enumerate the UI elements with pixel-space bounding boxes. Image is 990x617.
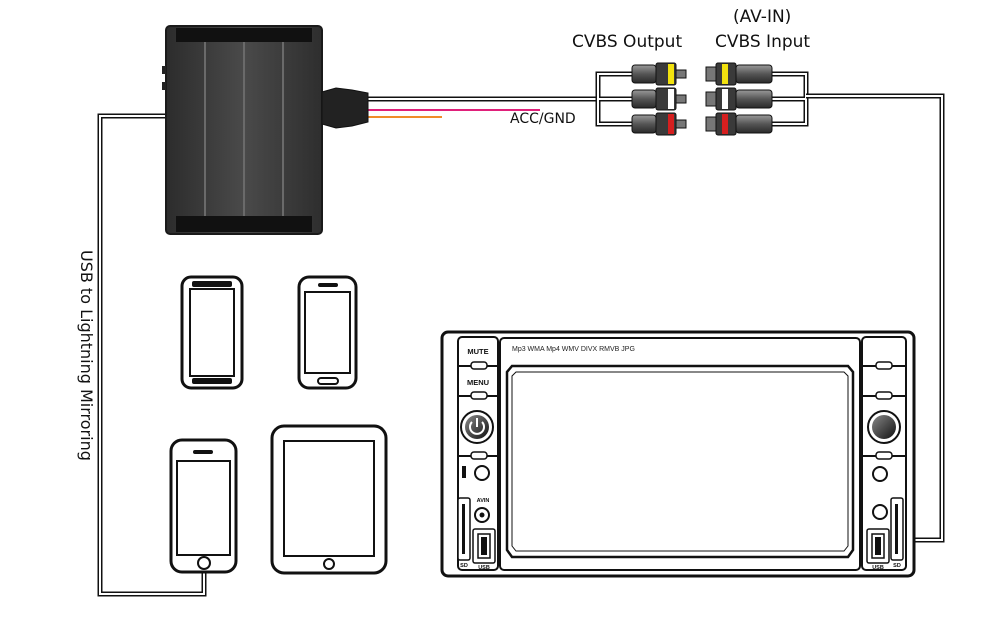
av-in-label: (AV-IN) <box>733 7 792 27</box>
usb-lightning-label: USB to Lightning Mirroring <box>77 250 96 461</box>
cvbs-output-label: CVBS Output <box>572 32 683 52</box>
input-cable <box>772 71 945 543</box>
iphone-icon <box>169 438 238 574</box>
output-cable <box>368 71 634 127</box>
sd-right-label: SD <box>893 563 901 569</box>
formats-text: Mp3 WMA Mp4 WMV DIVX RMVB JPG <box>512 346 635 353</box>
mute-label: MUTE <box>467 347 489 356</box>
rca-output-plugs <box>631 62 687 136</box>
ipad-icon <box>270 424 388 575</box>
car-head-unit <box>440 330 916 578</box>
menu-label: MENU <box>466 378 490 387</box>
rca-input-jacks <box>705 62 773 136</box>
usb-left-label: USB <box>478 565 490 571</box>
mirroring-box <box>162 25 369 235</box>
usb-cable <box>97 113 207 597</box>
avin-label: AVIN <box>476 498 490 504</box>
phone-android-icon <box>180 275 244 390</box>
acc-gnd-label: ACC/GND <box>510 111 576 127</box>
cvbs-input-label: CVBS Input <box>715 32 811 52</box>
sd-left-label: SD <box>460 563 468 569</box>
usb-right-label: USB <box>872 565 884 571</box>
phone-samsung-icon <box>297 275 358 390</box>
